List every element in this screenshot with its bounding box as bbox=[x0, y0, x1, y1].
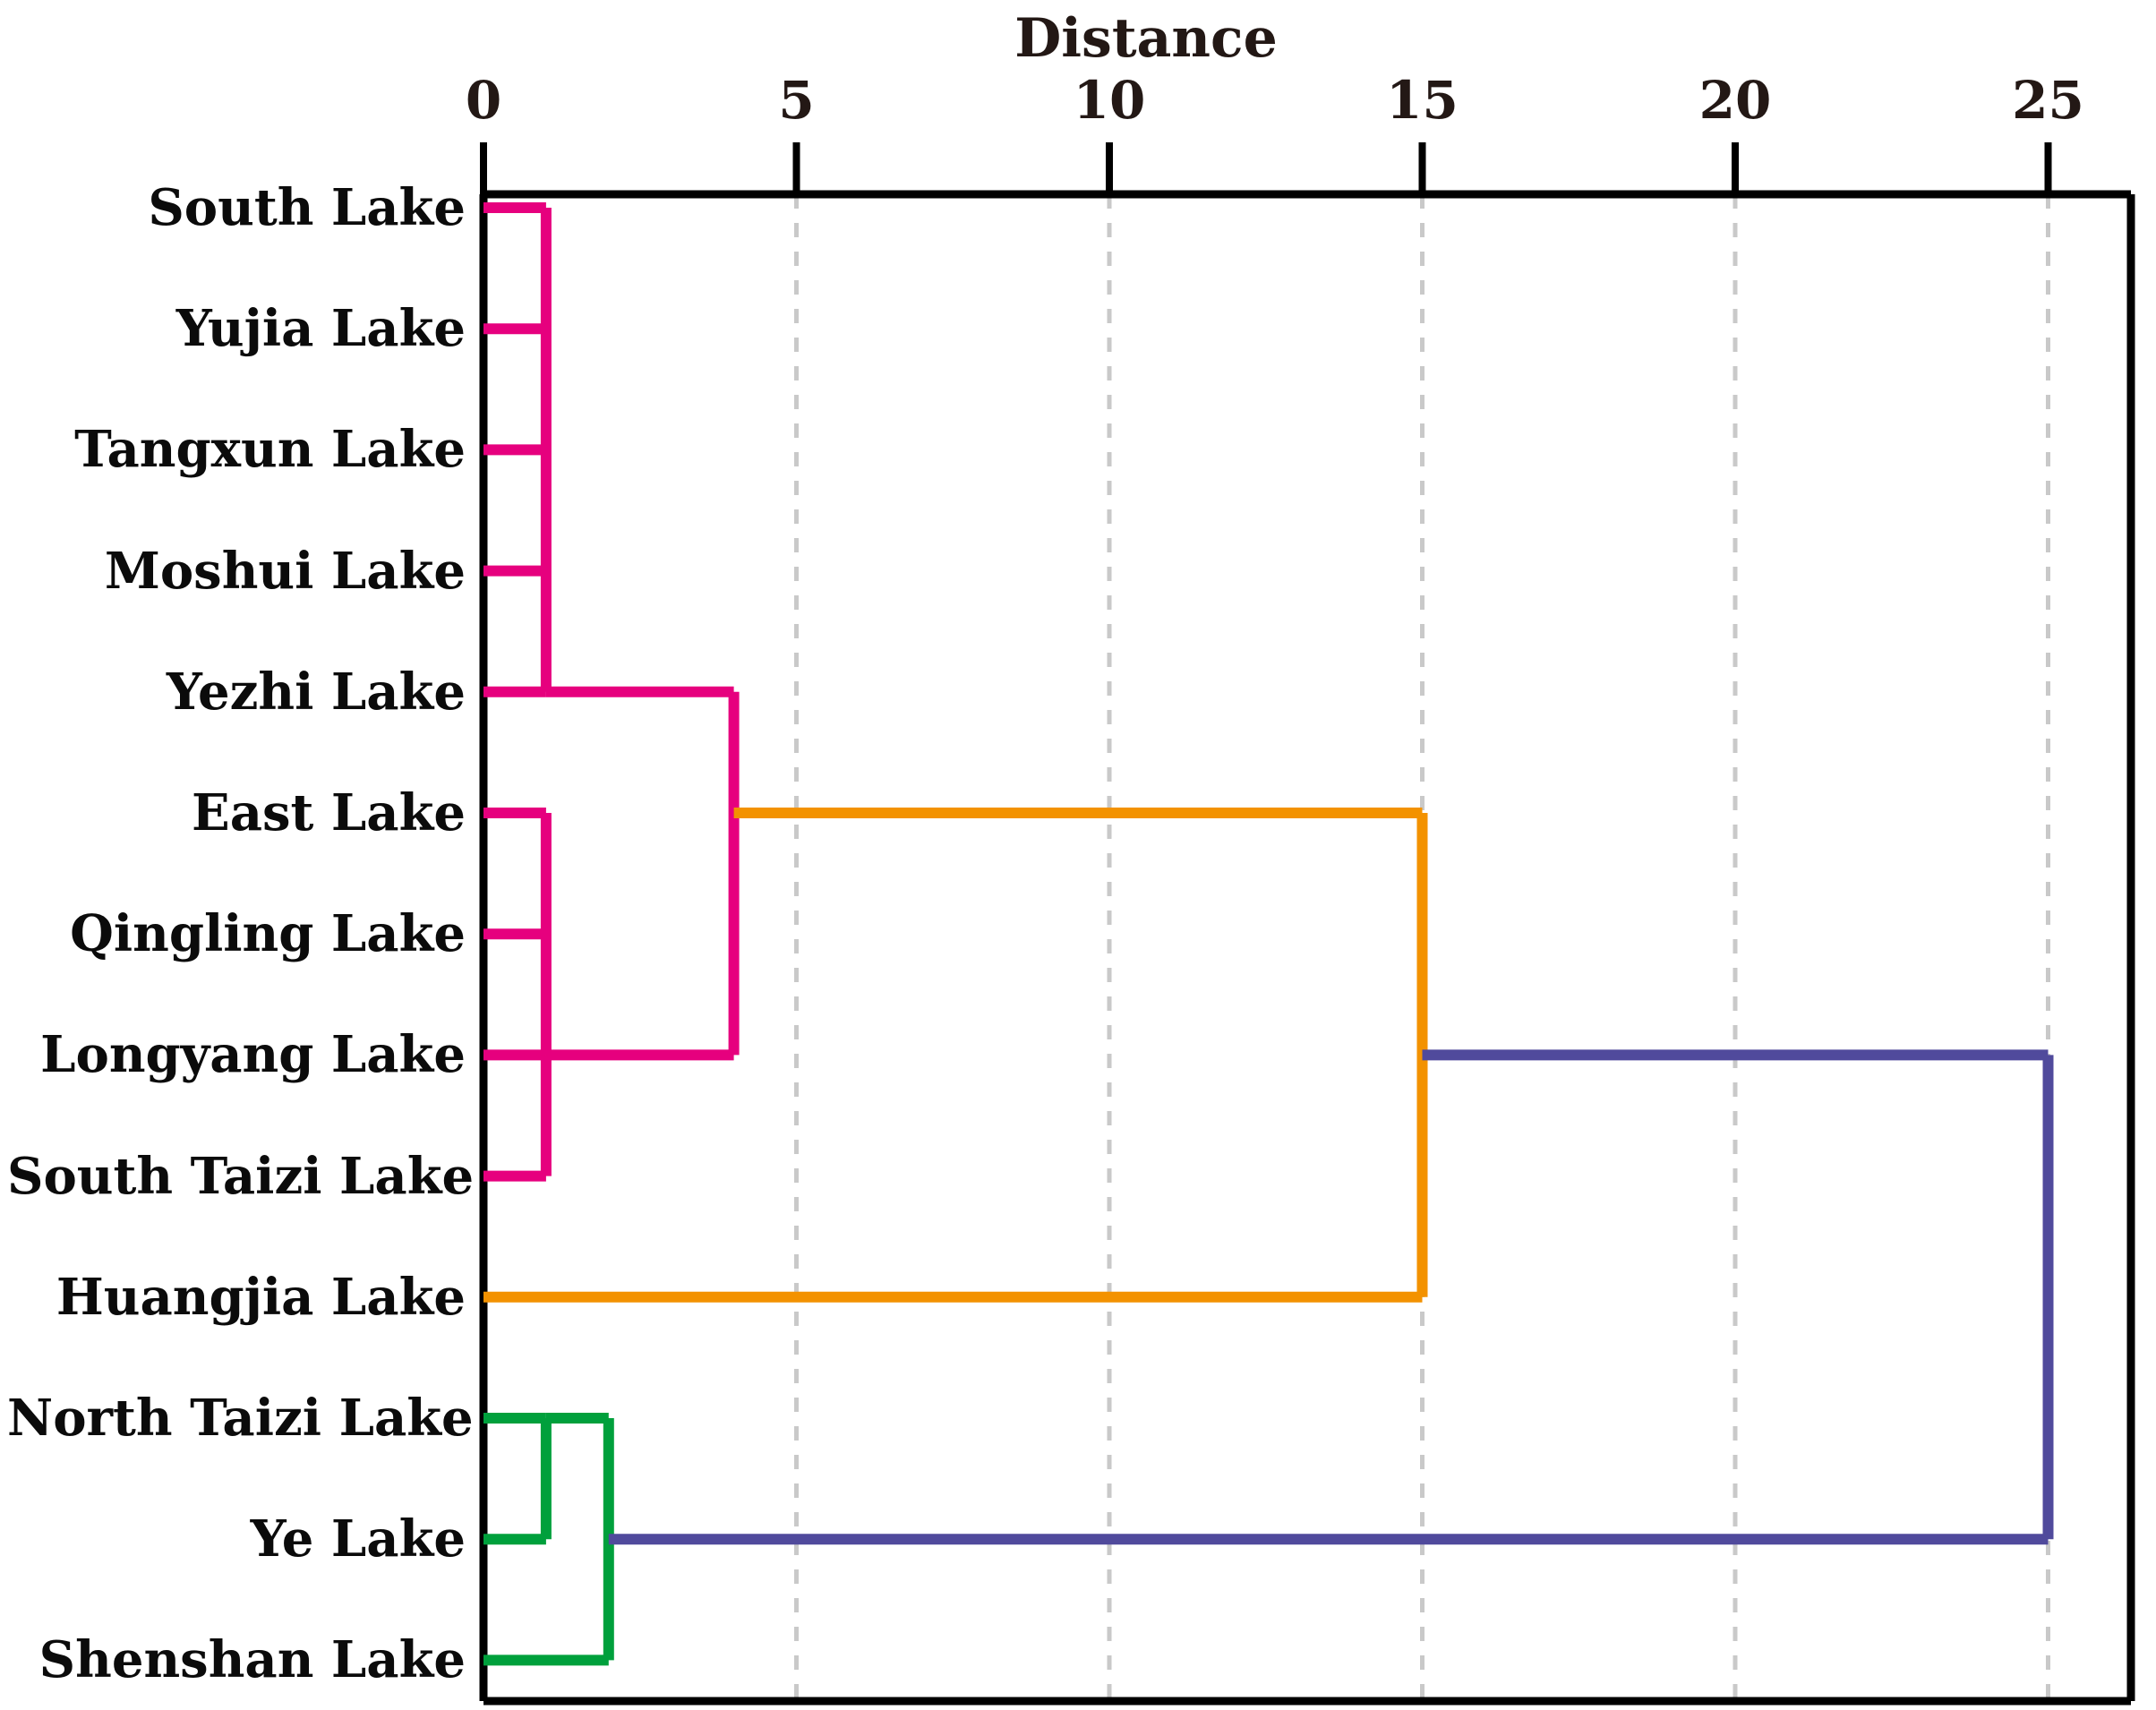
x-tick-label-0: 0 bbox=[465, 70, 502, 131]
leaf-label-south-lake: South Lake bbox=[148, 178, 466, 237]
leaf-label-longyang-lake: Longyang Lake bbox=[40, 1025, 466, 1085]
dendrogram-tree bbox=[483, 202, 2054, 1666]
leaf-label-south-taizi-lake: South Taizi Lake bbox=[7, 1146, 475, 1206]
leaf-label-east-lake: East Lake bbox=[192, 783, 466, 842]
leaf-label-qingling-lake: Qingling Lake bbox=[70, 904, 466, 964]
x-tick-label-15: 15 bbox=[1386, 70, 1459, 131]
axis-title-distance: Distance bbox=[1014, 7, 1278, 70]
x-tick-label-20: 20 bbox=[1698, 70, 1772, 131]
leaf-label-ye-lake: Ye Lake bbox=[250, 1509, 466, 1569]
leaf-label-yezhi-lake: Yezhi Lake bbox=[166, 662, 466, 722]
x-tick-label-25: 25 bbox=[2012, 70, 2084, 131]
leaf-label-north-taizi-lake: North Taizi Lake bbox=[7, 1389, 474, 1448]
tick-marks-group bbox=[480, 142, 2052, 194]
leaf-label-moshui-lake: Moshui Lake bbox=[104, 541, 466, 601]
leaf-label-huangjia-lake: Huangjia Lake bbox=[56, 1267, 466, 1327]
x-tick-label-10: 10 bbox=[1073, 70, 1146, 131]
x-tick-label-5: 5 bbox=[778, 70, 815, 131]
leaf-label-yujia-lake: Yujia Lake bbox=[175, 299, 466, 359]
leaf-label-shenshan-lake: Shenshan Lake bbox=[38, 1630, 466, 1690]
leaf-label-tangxun-lake: Tangxun Lake bbox=[74, 420, 466, 480]
